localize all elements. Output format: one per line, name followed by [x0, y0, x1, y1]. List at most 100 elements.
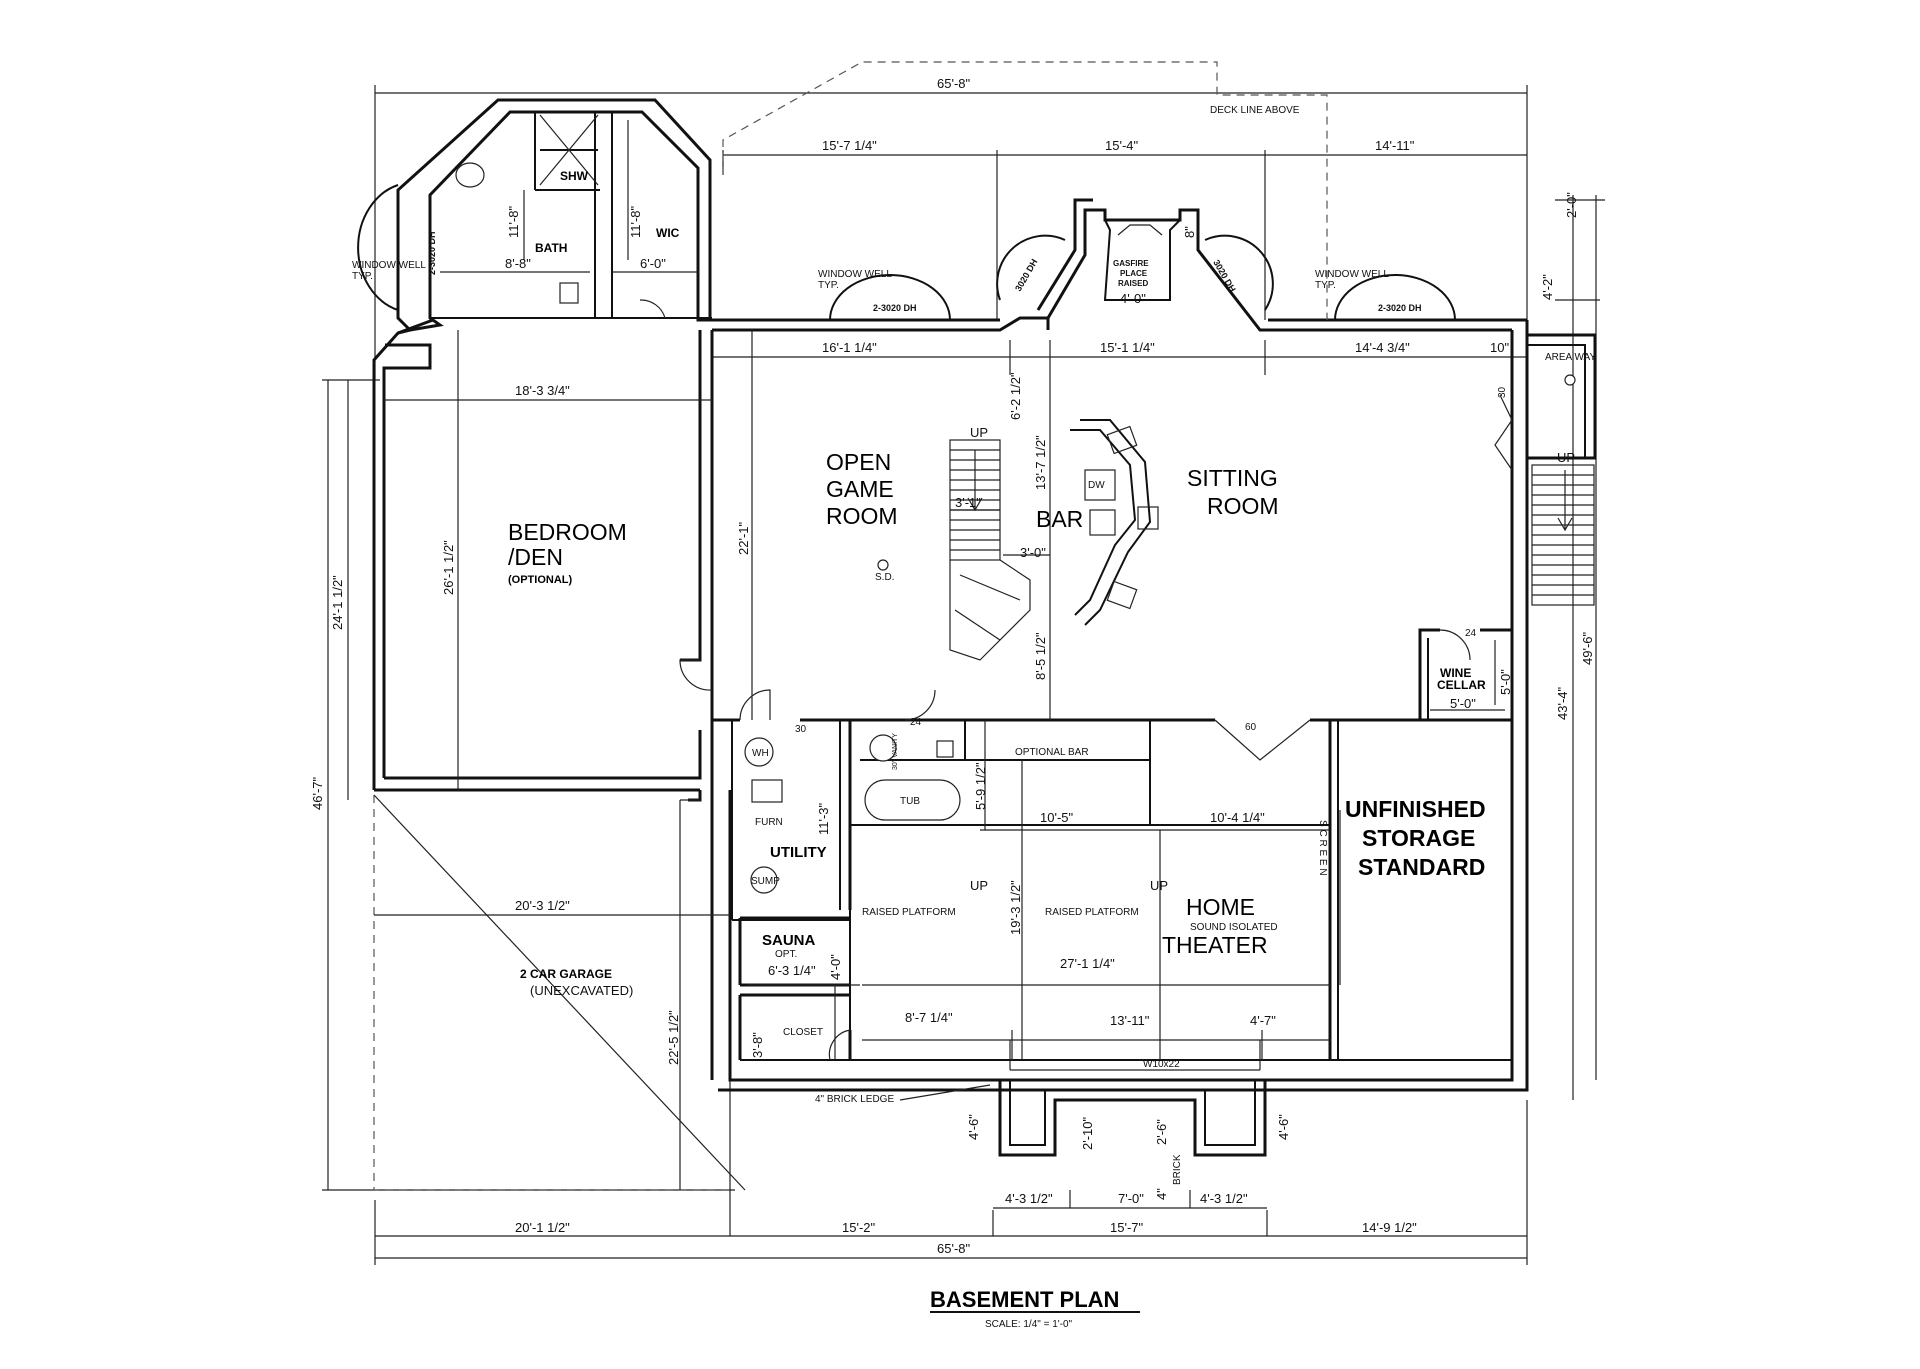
bedroom-note: (OPTIONAL)	[508, 574, 572, 586]
dim-row4: 10"	[1490, 340, 1509, 355]
overall-dimension-lines	[322, 85, 1605, 1265]
raised-platform-label-2: RAISED PLATFORM	[1045, 907, 1139, 918]
dim-t3: 14'-11"	[1375, 138, 1415, 153]
bedroom-title-2: /DEN	[508, 544, 563, 570]
dim-fire-w: 4'-0"	[1120, 291, 1146, 306]
beam-label: W10x22	[1143, 1059, 1180, 1070]
stair-up-label: UP	[970, 425, 988, 440]
main-staircase	[949, 439, 1031, 661]
dim-right-49: 49'-6"	[1580, 631, 1595, 665]
window-well-left-label-2: TYP.	[352, 271, 373, 282]
dim-left-24: 24'-1 1/2"	[330, 575, 345, 630]
dim-b-4-3a: 4'-3 1/2"	[1005, 1191, 1053, 1206]
window-wells	[357, 184, 1456, 321]
dim-bot-20: 20'-1 1/2"	[515, 1220, 570, 1235]
water-heater-label: WH	[752, 748, 769, 759]
ext-stair-up-label: UP	[1557, 450, 1575, 465]
door-swings	[639, 299, 1513, 1061]
dim-bed-h: 26'-1 1/2"	[441, 540, 456, 595]
door-24a-label: 24	[910, 717, 922, 728]
dim-r4-2: 4'-2"	[1540, 274, 1555, 300]
door-24b-label: 24	[1465, 628, 1477, 639]
window-e-label: 3020 DH	[1211, 258, 1237, 294]
dim-wine-5h: 5'-0"	[1450, 696, 1476, 711]
dim-util-11: 11'-3"	[816, 802, 831, 835]
bedroom-title: BEDROOM	[508, 519, 627, 545]
dim-sauna-6: 6'-3 1/4"	[768, 963, 816, 978]
door-60-label: 60	[1245, 722, 1257, 733]
dishwasher-label: DW	[1088, 480, 1105, 491]
dim-top-overall: 65'-8"	[937, 76, 971, 91]
window-well-mid-label-2: TYP.	[818, 280, 839, 291]
dim-right-43: 43'-4"	[1555, 686, 1570, 720]
gasfire-label-2: PLACE	[1120, 269, 1148, 278]
dim-bot-15-7: 15'-7"	[1110, 1220, 1144, 1235]
dim-game-h: 22'-1"	[736, 521, 751, 555]
dim-bar-8: 8'-5 1/2"	[1033, 632, 1048, 680]
optional-bar-label: OPTIONAL BAR	[1015, 747, 1089, 758]
window-well-left-label: WINDOW WELL	[352, 260, 426, 271]
plan-title: BASEMENT PLAN	[930, 1287, 1119, 1312]
dim-b-7-0: 7'-0"	[1118, 1191, 1144, 1206]
deck-line-label: DECK LINE ABOVE	[1210, 105, 1300, 116]
dim-th-8-7: 8'-7 1/4"	[905, 1010, 953, 1025]
window-a-label: 2-3020 DH	[427, 231, 437, 275]
dim-b-2-6: 2'-6"	[1154, 1119, 1169, 1145]
dim-row2: 15'-1 1/4"	[1100, 340, 1155, 355]
dim-bar-6: 6'-2 1/2"	[1008, 372, 1023, 420]
dim-bot-15-2: 15'-2"	[842, 1220, 876, 1235]
dim-row3: 14'-4 3/4"	[1355, 340, 1410, 355]
brick-label: BRICK	[1172, 1154, 1183, 1185]
dim-b-4-6b: 4'-6"	[1276, 1114, 1291, 1140]
dim-bot-14-9: 14'-9 1/2"	[1362, 1220, 1417, 1235]
dim-t2: 15'-4"	[1105, 138, 1139, 153]
dim-bed-w: 18'-3 3/4"	[515, 383, 570, 398]
exterior-stair	[1531, 464, 1595, 606]
window-well-right-label: WINDOW WELL	[1315, 269, 1389, 280]
dim-wic-w: 6'-0"	[640, 256, 666, 271]
fixtures	[455, 162, 1576, 985]
dim-b-4-6a: 4'-6"	[966, 1114, 981, 1140]
platform-up-label-2: UP	[1150, 878, 1168, 893]
dim-closet-3: 3'-8"	[750, 1032, 765, 1058]
dim-th-10-5: 10'-5"	[1040, 810, 1074, 825]
raised-platform-label-1: RAISED PLATFORM	[862, 907, 956, 918]
game-room-title-2: GAME	[826, 476, 894, 502]
sitting-room-title-1: SITTING	[1187, 465, 1278, 491]
sauna-note: OPT.	[775, 949, 797, 960]
theater-title-2: THEATER	[1162, 932, 1268, 958]
dim-bottom-overall: 65'-8"	[937, 1241, 971, 1256]
fireplace	[1103, 219, 1181, 301]
storage-title-2: STORAGE	[1362, 825, 1475, 851]
bar-counter	[1070, 419, 1159, 626]
dim-b-4-3b: 4'-3 1/2"	[1200, 1191, 1248, 1206]
area-way-label: AREA WAY	[1545, 352, 1596, 363]
wine-cellar-title-1: WINE	[1440, 666, 1471, 680]
dim-b-4: 4"	[1154, 1188, 1169, 1200]
plan-title-block: BASEMENT PLAN SCALE: 1/4" = 1'-0"	[930, 1287, 1140, 1330]
window-d-label: 3020 DH	[1013, 257, 1039, 293]
dim-th-19: 19'-3 1/2"	[1008, 880, 1023, 935]
garage-title: 2 CAR GARAGE	[520, 967, 612, 981]
dim-row1: 16'-1 1/4"	[822, 340, 877, 355]
storage-title-1: UNFINISHED	[1345, 796, 1486, 822]
dim-garage-20-3: 20'-3 1/2"	[515, 898, 570, 913]
bar-title: BAR	[1036, 506, 1083, 532]
garage-outline	[373, 794, 746, 1191]
game-room-title-3: ROOM	[826, 503, 898, 529]
dim-th-13-11: 13'-11"	[1110, 1013, 1150, 1028]
window-c-label: 2-3020 DH	[1378, 303, 1422, 313]
dim-stair-3-0: 3'-0"	[1020, 545, 1046, 560]
smoke-detector-label: S.D.	[875, 572, 894, 583]
screen-label: S C R E E N	[1317, 820, 1328, 876]
dim-bath-h: 11'-8"	[506, 205, 521, 238]
closet-title: CLOSET	[783, 1027, 823, 1038]
dim-bath2-5: 5'-9 1/2"	[973, 762, 988, 810]
theater-title-1: HOME	[1186, 894, 1255, 920]
dim-stair-3-1: 3'-1"	[955, 495, 981, 510]
vanity-label: 30" VANITY	[892, 733, 899, 770]
door-30-label: 30	[795, 724, 807, 735]
room-labels: BEDROOM /DEN (OPTIONAL) OPEN GAME ROOM B…	[508, 169, 1486, 1038]
window-b-label: 2-3020 DH	[873, 303, 917, 313]
dim-wic-h: 11'-8"	[628, 205, 643, 238]
